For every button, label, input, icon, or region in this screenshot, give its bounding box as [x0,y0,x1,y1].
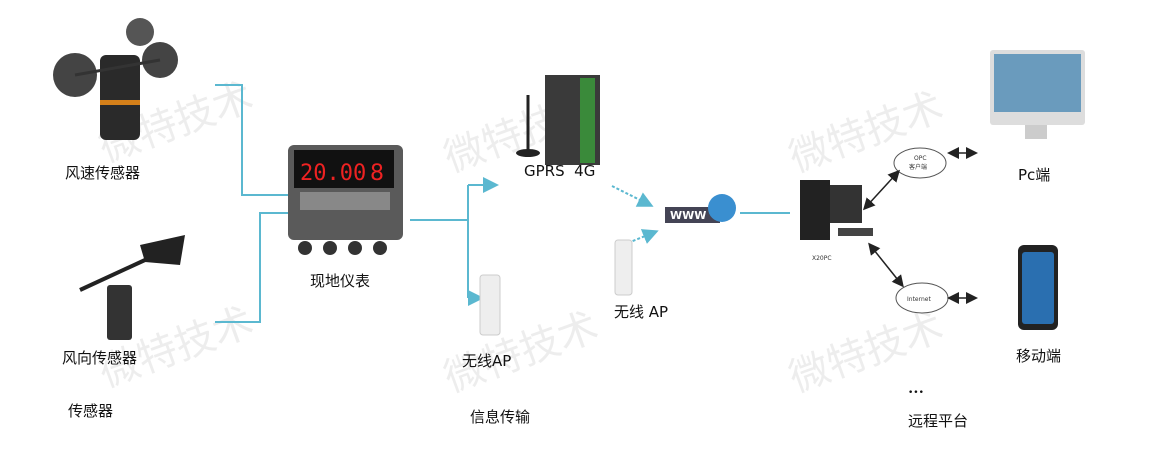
wireless-ap-right-label: 无线 AP [614,303,669,321]
wireless-ap-icon [614,239,633,296]
wind-vane-label: 风向传感器 [62,349,138,367]
instrument-label: 现地仪表 [310,272,371,290]
svg-text:OPC: OPC [914,155,927,162]
platform-group-label: 远程平台 [908,412,969,430]
instrument-display: 20.00 [300,161,366,186]
anemometer-label: 风速传感器 [65,164,141,182]
wireless-ap-left-label: 无线AP [462,352,512,370]
www-globe-icon: WWW [665,194,736,223]
mobile-phone-icon [1018,245,1058,330]
wind-vane-icon [79,235,185,340]
svg-text:WWW: WWW [670,209,706,222]
anemometer-icon [53,18,178,140]
pc-label: Pc端 [1018,166,1051,184]
instrument-icon: 20.00 8 [288,145,403,255]
gprs-modem-icon [516,75,600,165]
transmission-group-label: 信息传输 [470,408,531,426]
server-pc-icon: X20PC [800,180,873,262]
svg-text:X20PC: X20PC [812,255,832,262]
desktop-pc-icon [990,50,1085,139]
wireless-ap-icon [479,274,501,336]
gprs-label: GPRS 4G [524,162,596,180]
mobile-label: 移动端 [1016,347,1062,365]
instrument-digit: 8 [370,161,384,186]
connector-lines [215,84,790,323]
bidirectional-arrows [862,147,978,304]
svg-text:客户端: 客户端 [909,163,927,171]
dots: ••• [908,388,924,398]
internet-cloud: Internet [895,282,949,314]
svg-text:Internet: Internet [907,296,931,303]
sensors-group-label: 传感器 [68,402,114,420]
